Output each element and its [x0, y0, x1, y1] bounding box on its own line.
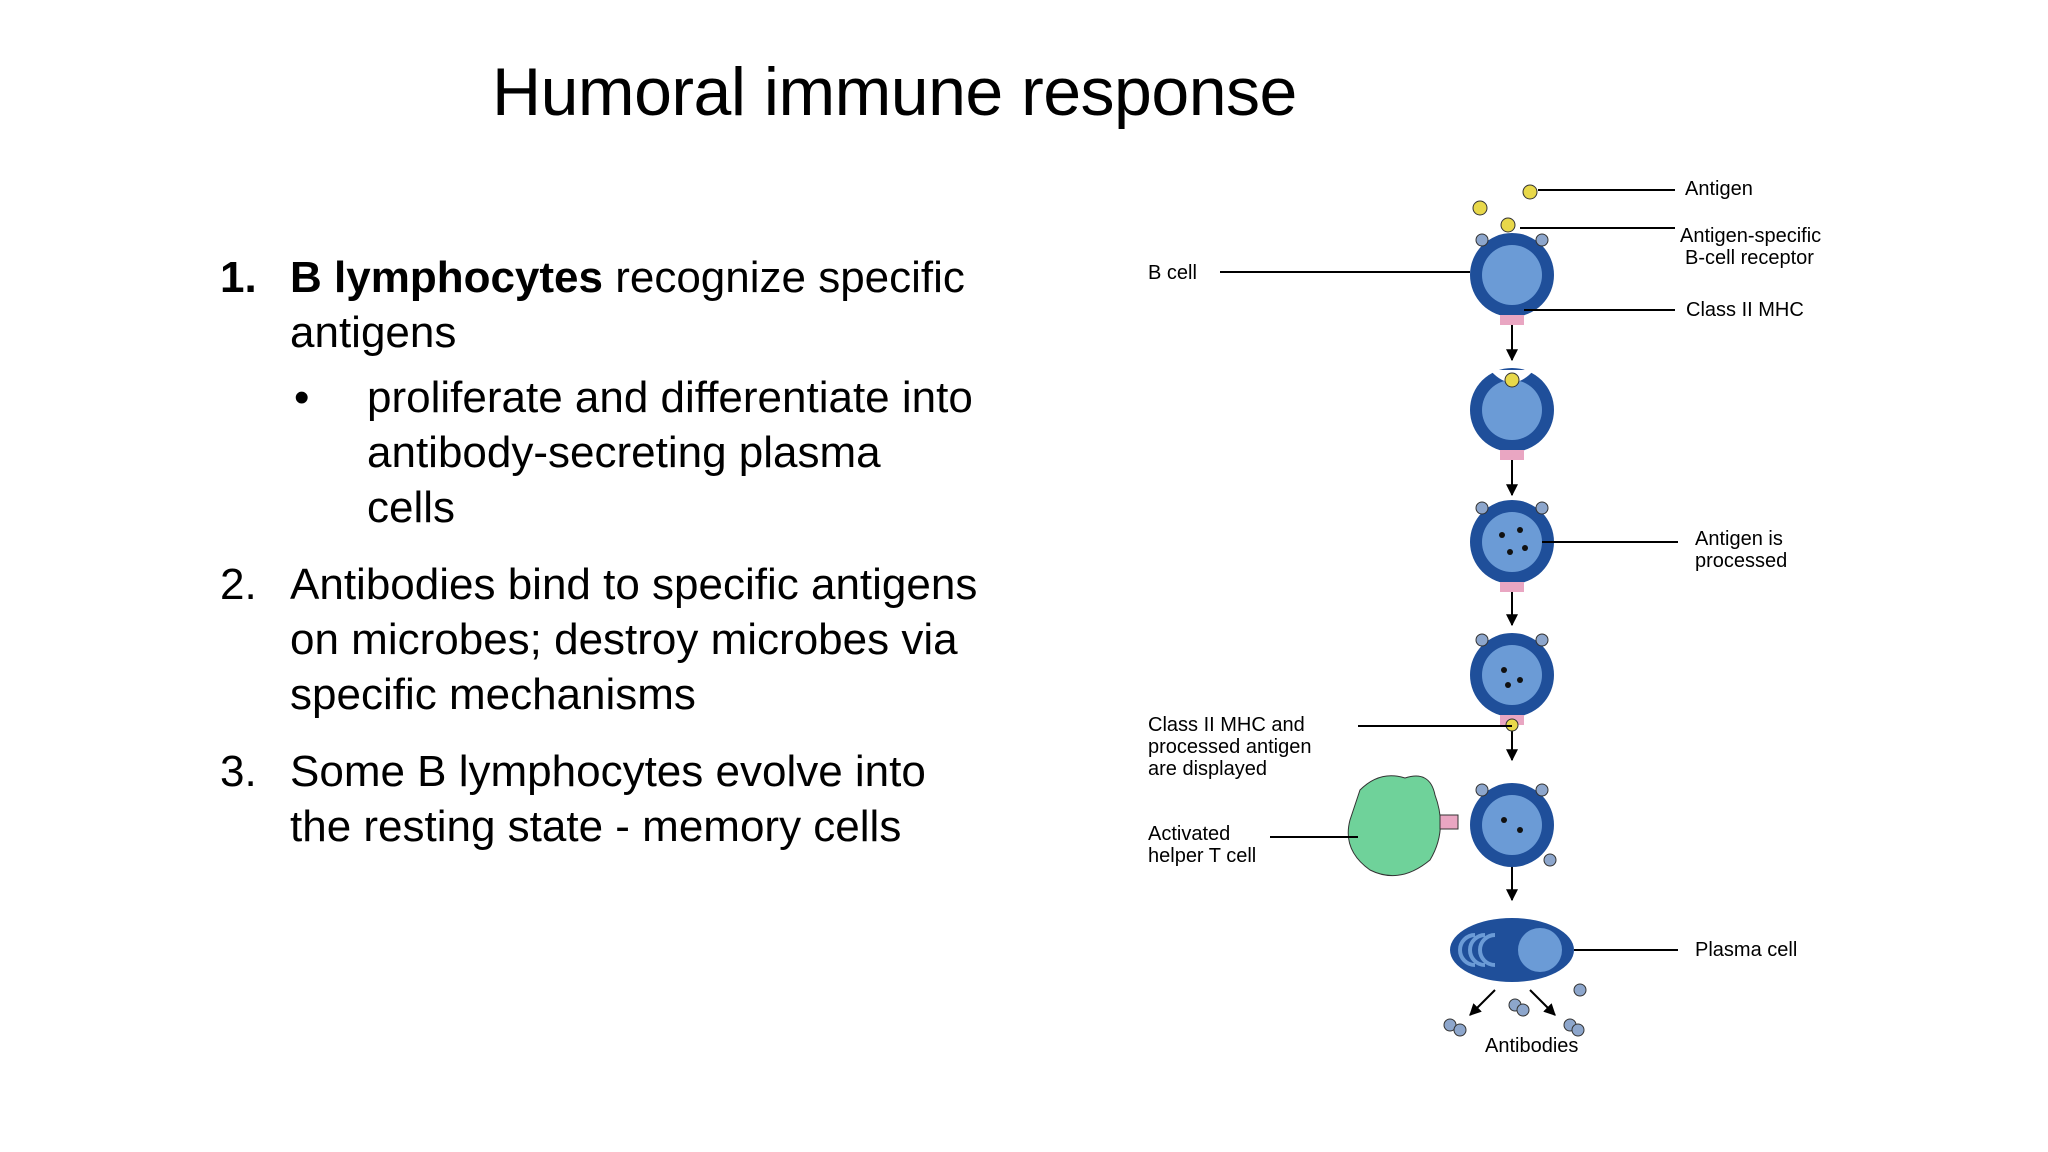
item-number: 1.: [220, 253, 257, 302]
item-number: 3.: [220, 747, 257, 796]
processing-cell-icon: [1470, 500, 1554, 592]
label-helper-2: helper T cell: [1148, 845, 1256, 867]
label-helper-1: Activated: [1148, 823, 1230, 845]
list-item: 2. Antibodies bind to specific antigens …: [220, 557, 980, 722]
slide-title: Humoral immune response: [492, 54, 1297, 130]
flow-arrows: [1469, 325, 1556, 1016]
humoral-response-diagram: Antigen Antigen-specific B-cell receptor…: [1148, 178, 1821, 1057]
helper-t-cell-icon: [1347, 775, 1459, 877]
bullet-icon: •: [294, 373, 310, 422]
antigen-icon: [1522, 184, 1538, 200]
b-cell-binding-icon: [1470, 368, 1554, 460]
list-item: 3. Some B lymphocytes evolve into the re…: [220, 744, 980, 854]
label-receptor-2: B-cell receptor: [1685, 247, 1814, 269]
list-item: 1. B lymphocytes recognize specific anti…: [220, 250, 980, 535]
display-cell-icon: [1470, 633, 1554, 732]
point-list: 1. B lymphocytes recognize specific anti…: [220, 250, 980, 876]
label-antigen: Antigen: [1685, 178, 1753, 200]
plasma-cell-icon: [1450, 918, 1574, 982]
item-text: Antibodies bind to specific antigens on …: [290, 560, 978, 719]
antigen-icon: [1472, 200, 1488, 216]
bold-term: B lymphocytes: [290, 253, 603, 302]
item-text: recognize specific antigens: [290, 253, 965, 357]
label-plasma: Plasma cell: [1695, 939, 1797, 961]
item-number: 2.: [220, 560, 257, 609]
activated-b-cell-icon: [1470, 783, 1557, 867]
label-b-cell: B cell: [1148, 262, 1197, 284]
b-cell-icon: [1470, 217, 1554, 325]
label-displayed-3: are displayed: [1148, 758, 1267, 780]
label-receptor-1: Antigen-specific: [1680, 225, 1821, 247]
label-displayed-2: processed antigen: [1148, 736, 1311, 758]
sub-bullet-item: • proliferate and differentiate into ant…: [290, 370, 980, 535]
sub-item-text: proliferate and differentiate into antib…: [367, 373, 973, 532]
item-text: Some B lymphocytes evolve into the resti…: [290, 747, 926, 851]
label-class2: Class II MHC: [1686, 299, 1804, 321]
antibodies-icon: [1443, 983, 1587, 1037]
label-processed-1: Antigen is: [1695, 528, 1783, 550]
leader-lines: [1220, 189, 1678, 951]
label-displayed-1: Class II MHC and: [1148, 714, 1305, 736]
label-processed-2: processed: [1695, 550, 1787, 572]
label-antibodies: Antibodies: [1485, 1035, 1578, 1057]
